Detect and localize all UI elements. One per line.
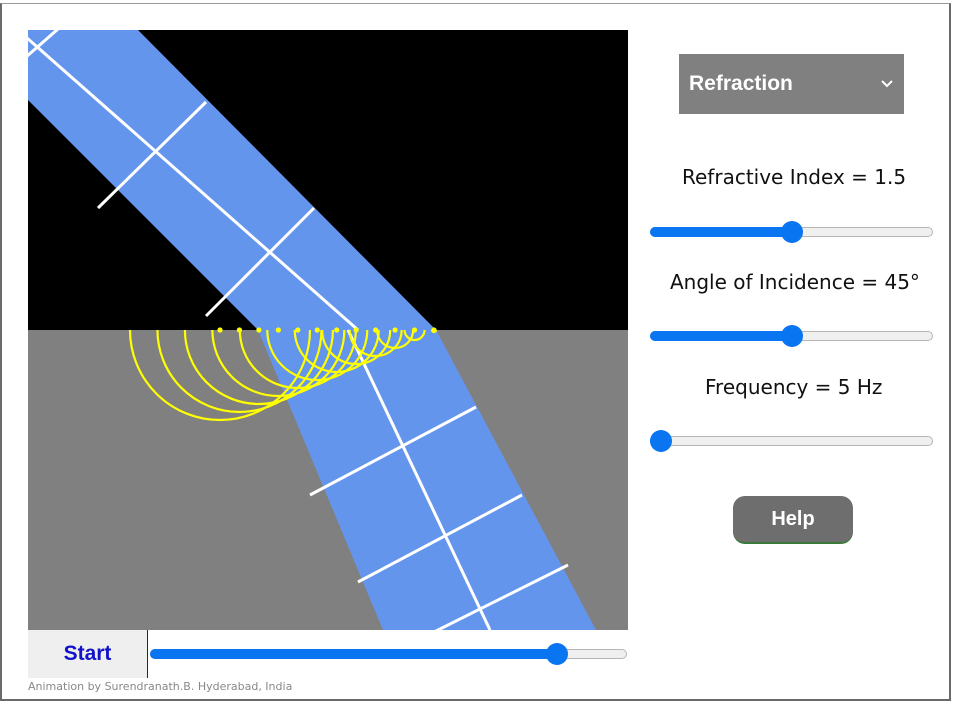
frequency-label: Frequency = 5 Hz bbox=[705, 375, 883, 399]
refracted-wavefront bbox=[434, 563, 569, 630]
slider-fill bbox=[650, 227, 792, 237]
wavelet-source-dots bbox=[217, 327, 437, 333]
wavelet-source bbox=[373, 327, 379, 333]
wavelet-arc bbox=[156, 329, 323, 414]
refractive-index-slider[interactable] bbox=[650, 221, 933, 245]
wavelet-arc bbox=[348, 329, 403, 358]
slider-fill bbox=[650, 331, 792, 341]
refracted-wavefront bbox=[357, 493, 523, 584]
wavelet-source bbox=[431, 327, 437, 333]
wavelet-source bbox=[256, 327, 262, 333]
slider-thumb[interactable] bbox=[780, 221, 803, 243]
frequency-slider[interactable] bbox=[650, 430, 933, 454]
wavelet-arc bbox=[293, 329, 380, 374]
slider-thumb[interactable] bbox=[545, 643, 568, 665]
incident-beam bbox=[28, 30, 436, 330]
refracted-wavefront bbox=[309, 405, 477, 497]
chevron-down-icon bbox=[881, 80, 893, 88]
mode-select-value: Refraction bbox=[689, 72, 793, 95]
wavelet-source bbox=[392, 327, 398, 333]
simulation-canvas bbox=[28, 30, 628, 630]
help-button[interactable]: Help bbox=[733, 496, 853, 544]
wavelet-arc bbox=[321, 329, 392, 366]
huygens-wavelets bbox=[128, 329, 438, 422]
wavelet-arc bbox=[183, 329, 335, 406]
start-button[interactable]: Start bbox=[28, 630, 148, 678]
wavelet-arc bbox=[128, 329, 312, 422]
credit-text: Animation by Surendranath.B. Hyderabad, … bbox=[28, 680, 293, 693]
refractive-index-label: Refractive Index = 1.5 bbox=[682, 165, 907, 189]
wavelet-arc bbox=[238, 329, 357, 390]
incident-wavefront bbox=[28, 30, 60, 58]
timeline-slider[interactable] bbox=[150, 643, 627, 667]
incident-wavefront bbox=[96, 100, 208, 210]
wavelet-arc bbox=[403, 329, 426, 342]
wavelet-source bbox=[411, 327, 418, 333]
refraction-simulation bbox=[28, 30, 628, 630]
wavefronts bbox=[28, 30, 569, 630]
refracted-axis bbox=[346, 329, 492, 630]
wavelet-source bbox=[217, 327, 223, 333]
wavelet-source bbox=[334, 327, 340, 333]
angle-of-incidence-label: Angle of Incidence = 45° bbox=[670, 270, 920, 294]
wavelet-arc bbox=[375, 329, 415, 350]
slider-track bbox=[650, 436, 933, 446]
incident-axis bbox=[28, 36, 359, 332]
wavelet-source bbox=[353, 327, 359, 333]
incident-wavefront bbox=[204, 206, 316, 318]
mode-select[interactable]: Refraction bbox=[679, 54, 904, 114]
slider-thumb[interactable] bbox=[780, 325, 803, 347]
slider-thumb[interactable] bbox=[650, 430, 672, 452]
slider-fill bbox=[150, 649, 557, 659]
angle-of-incidence-slider[interactable] bbox=[650, 325, 933, 349]
refracted-beam bbox=[258, 330, 596, 630]
wavelet-source bbox=[236, 327, 243, 333]
wavelet-source bbox=[314, 327, 320, 333]
wavelet-source bbox=[295, 327, 301, 333]
wavelet-source bbox=[275, 327, 281, 333]
